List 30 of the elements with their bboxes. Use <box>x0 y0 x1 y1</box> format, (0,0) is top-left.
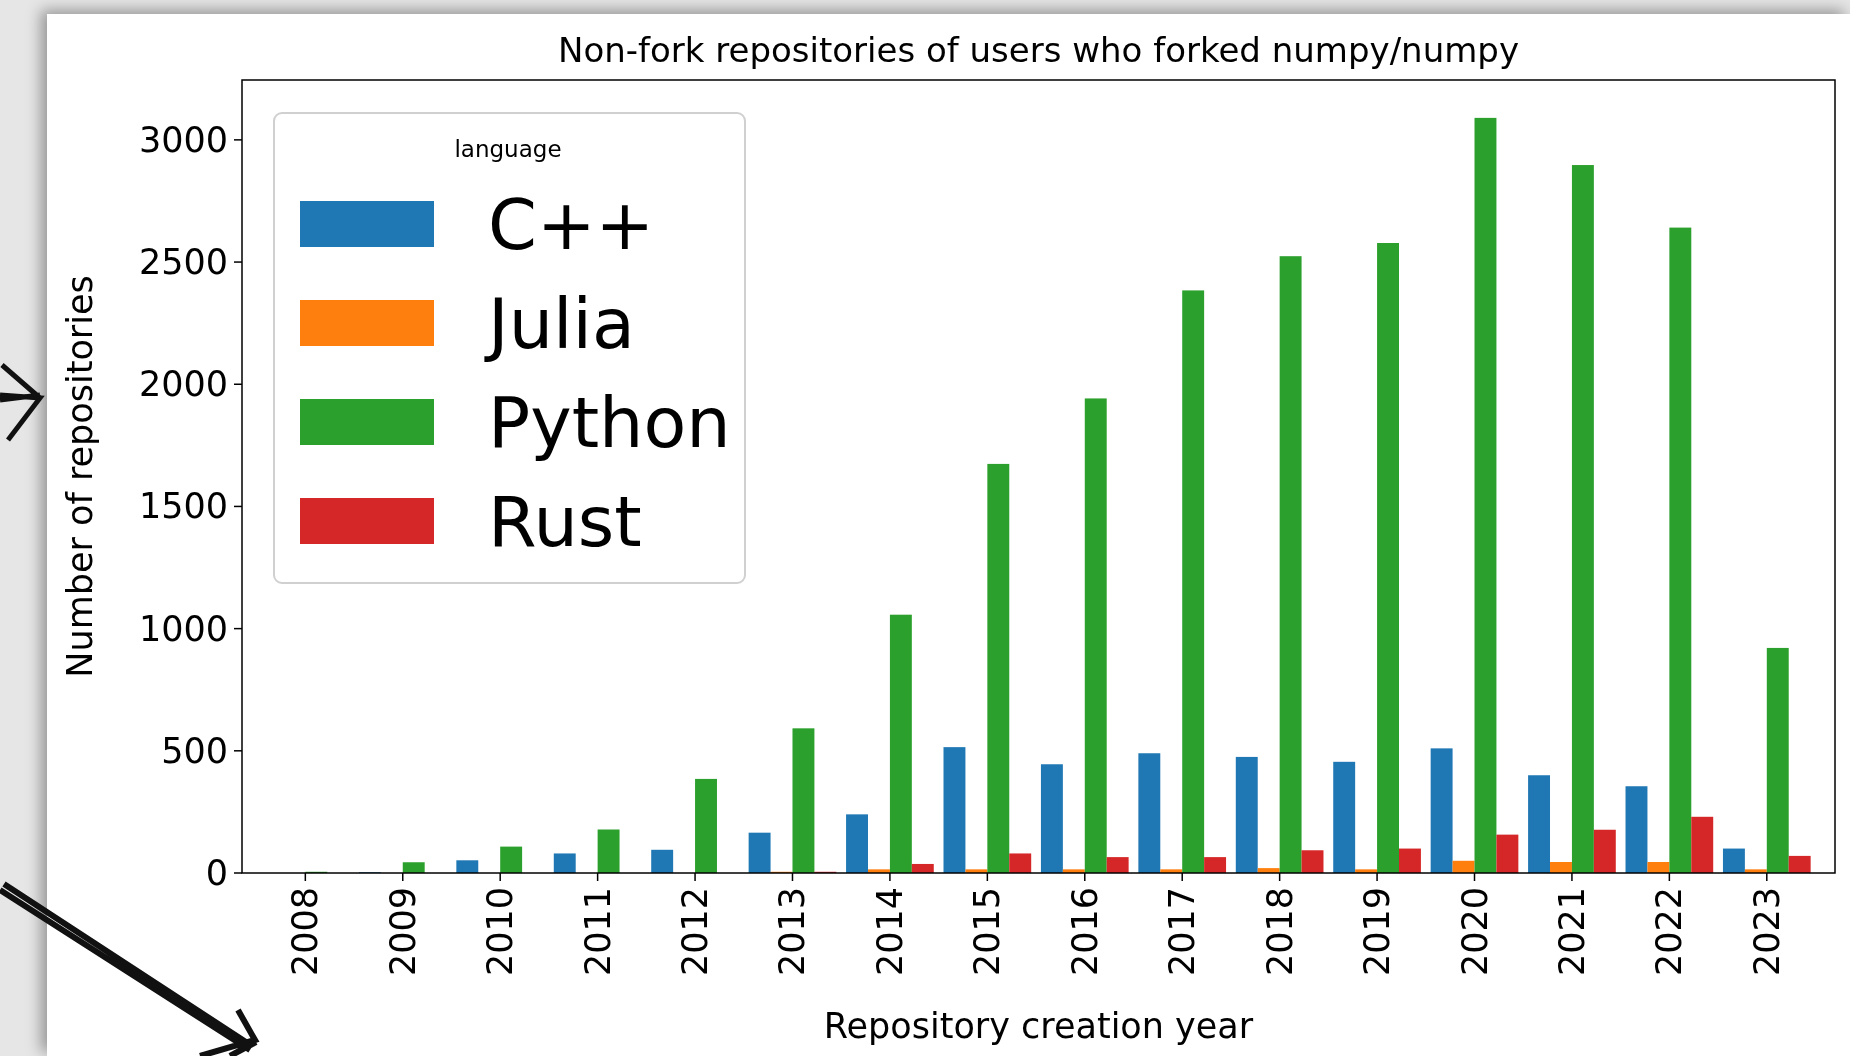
x-tick-label: 2015 <box>967 887 1008 977</box>
x-tick-label: 2017 <box>1162 887 1203 977</box>
y-axis-title: Number of repositories <box>60 275 100 678</box>
x-tick-label: 2013 <box>772 887 813 977</box>
y-tick-label: 0 <box>205 853 228 893</box>
x-tick-label: 2016 <box>1064 887 1105 977</box>
x-tick-label: 2009 <box>382 887 423 977</box>
y-tick-label: 500 <box>161 730 228 771</box>
y-tick-label: 2000 <box>138 364 228 405</box>
x-axis-title: Repository creation year <box>823 1006 1254 1046</box>
x-tick-label: 2020 <box>1454 887 1495 977</box>
legend-label: Rust <box>488 481 642 563</box>
x-tick-label: 2014 <box>869 887 910 977</box>
y-tick-label: 3000 <box>138 119 228 160</box>
y-tick-label: 1500 <box>138 486 228 527</box>
x-tick-label: 2011 <box>577 887 618 977</box>
x-tick-label: 2021 <box>1551 887 1592 977</box>
legend-label: Python <box>488 382 731 464</box>
x-tick-label: 2008 <box>285 887 326 977</box>
x-tick-label: 2019 <box>1357 887 1398 977</box>
x-tick-label: 2023 <box>1746 887 1787 977</box>
y-tick-label: 1000 <box>138 608 228 649</box>
x-tick-label: 2022 <box>1649 887 1690 977</box>
x-tick-label: 2018 <box>1259 887 1300 977</box>
legend-label: C++ <box>488 184 655 266</box>
y-tick-label: 2500 <box>138 242 228 283</box>
legend-title: language <box>454 136 562 162</box>
chart-title: Non-fork repositories of users who forked numpy/numpy <box>557 30 1520 70</box>
x-tick-label: 2012 <box>675 887 716 977</box>
x-tick-label: 2010 <box>480 887 521 977</box>
